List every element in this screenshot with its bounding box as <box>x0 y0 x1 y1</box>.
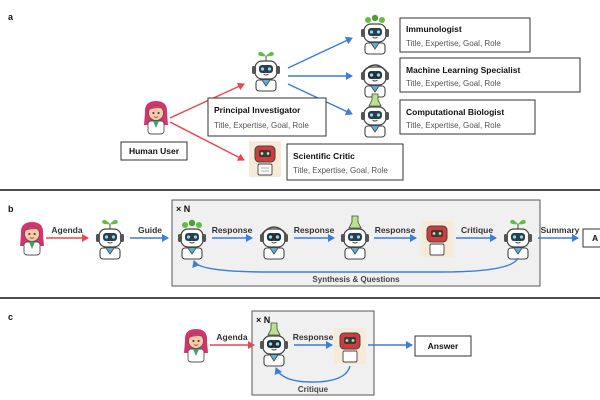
panel-b-pi-summary-icon <box>503 219 533 260</box>
panel-c-letter: c <box>8 312 13 322</box>
panel-b-response-2-label: Response <box>294 225 335 235</box>
panel-b-immunologist-icon <box>177 219 207 260</box>
panel-b-loop-label: Synthesis & Questions <box>312 275 400 284</box>
panel-b-compbio-icon <box>340 215 370 260</box>
immunologist-sub: Title, Expertise, Goal, Role <box>406 39 501 48</box>
panel-b-critique-label: Critique <box>461 225 493 235</box>
panel-c-human-icon <box>183 328 209 363</box>
ml-specialist-robot-icon <box>360 64 390 98</box>
panel-b-critic-icon <box>421 221 453 257</box>
panel-b-agenda-label: Agenda <box>51 225 82 235</box>
panel-b-letter: b <box>8 204 14 214</box>
computational-biologist-title: Computational Biologist <box>406 107 504 117</box>
critic-sub: Title, Expertise, Goal, Role <box>293 166 388 175</box>
panel-b-response-1-label: Response <box>212 225 253 235</box>
computational-biologist-robot-icon <box>360 93 390 138</box>
critic-robot-icon <box>249 141 281 177</box>
panel-c-response-label: Response <box>293 332 334 342</box>
critic-box <box>286 143 404 181</box>
panel-b-ml-icon <box>259 226 289 260</box>
pi-title: Principal Investigator <box>214 105 301 115</box>
panel-b-loop-arrow <box>192 257 519 273</box>
computational-biologist-box <box>399 99 536 135</box>
computational-biologist-sub: Title, Expertise, Goal, Role <box>406 121 501 130</box>
panel-c-answer-label: Answer <box>428 341 459 351</box>
panel-c-agenda-label: Agenda <box>216 332 247 342</box>
human-user-box <box>120 141 188 161</box>
immunologist-title: Immunologist <box>406 24 462 34</box>
panel-c-scientist-icon <box>259 322 289 367</box>
arrow-pi-to-immunologist <box>287 36 353 69</box>
pi-robot-icon <box>251 51 281 92</box>
panel-b-response-3-label: Response <box>375 225 416 235</box>
panel-b-guide-label: Guide <box>138 225 162 235</box>
arrow-human-to-critic <box>169 121 245 161</box>
panel-c-loop-arrow <box>274 365 351 383</box>
panel-b-pi-icon <box>95 219 125 260</box>
panel-a-letter: a <box>8 12 14 22</box>
panel-b-summary-label: Summary <box>541 225 580 235</box>
immunologist-box <box>399 17 531 53</box>
ml-specialist-box <box>399 57 581 93</box>
panel-c-times-n: × N <box>256 315 270 325</box>
critic-title: Scientific Critic <box>293 151 355 161</box>
panel-b-times-n: × N <box>176 204 190 214</box>
human-user-icon <box>143 100 169 135</box>
ml-specialist-sub: Title, Expertise, Goal, Role <box>406 79 501 88</box>
panel-b-answer-box <box>582 228 600 248</box>
pi-sub: Title, Expertise, Goal, Role <box>214 121 309 130</box>
panel-c-critique-label: Critique <box>298 385 329 394</box>
arrow-human-to-pi <box>169 82 245 119</box>
pi-box <box>207 97 327 137</box>
ml-specialist-title: Machine Learning Specialist <box>406 65 520 75</box>
immunologist-robot-icon <box>360 14 390 55</box>
human-user-label: Human User <box>129 146 180 156</box>
panel-b-human-icon <box>19 221 45 256</box>
panel-b-answer-partial: A <box>592 233 598 243</box>
panel-c-answer-box <box>414 335 472 357</box>
panel-c-critic-icon <box>334 328 366 364</box>
